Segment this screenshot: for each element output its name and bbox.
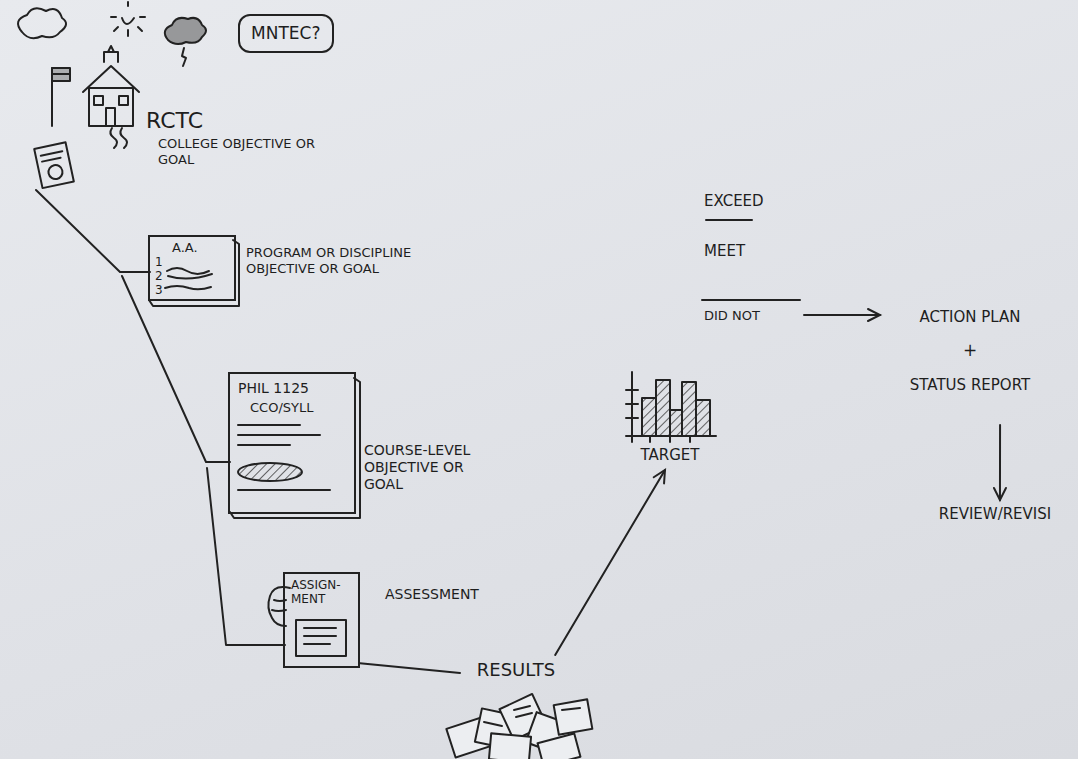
assignment-paper: ASSIGN- MENTASSESSMENT — [283, 572, 360, 668]
course-doc-lines — [230, 378, 360, 518]
node-text: REVIEW/REVISI — [920, 505, 1070, 523]
note-bubble: MNTEC? — [238, 14, 334, 53]
connector-arrow — [804, 309, 880, 321]
node-text: + — [880, 340, 1060, 360]
action-plan: ACTION PLAN + STATUS REPORT — [880, 300, 1060, 425]
node-text: PHIL 1125 — [238, 380, 348, 397]
diploma — [34, 142, 74, 188]
paper-pile — [446, 694, 592, 759]
schoolhouse — [83, 46, 139, 148]
separator-line — [702, 299, 800, 301]
outcome-levels: EXCEED MEET DID NOT — [700, 180, 804, 330]
connector-arrow — [994, 425, 1006, 500]
node-text: STATUS REPORT — [880, 376, 1060, 394]
college-name: RCTC — [146, 108, 236, 134]
hand — [268, 587, 290, 626]
flag — [52, 68, 70, 126]
node-text: DID NOT — [704, 308, 800, 324]
storm-cloud — [165, 18, 206, 66]
node-text: RESULTS — [460, 659, 572, 681]
node-text: MEET — [704, 242, 800, 260]
target-chart: TARGET — [620, 366, 720, 470]
node-text: ACTION PLAN — [880, 308, 1060, 326]
node-text: CCO/SYLL — [250, 400, 350, 416]
program-document: 1A.A.23PROGRAM OR DISCIPLINE OBJECTIVE O… — [148, 235, 236, 301]
annotation-label: COLLEGE OBJECTIVE OR GOAL — [158, 136, 336, 167]
node-text: COURSE-LEVEL OBJECTIVE OR GOAL — [364, 442, 492, 492]
connector-line — [360, 663, 460, 673]
node-text: ASSESSMENT — [385, 586, 515, 603]
node-text: MNTEC? — [251, 23, 320, 43]
results-label-box: RESULTS — [460, 655, 572, 685]
review-step: REVIEW/REVISI — [920, 500, 1070, 530]
node-text: 1 — [155, 255, 169, 269]
node-text: 2 — [155, 269, 169, 283]
cloud — [18, 8, 66, 38]
assignment-sheet — [296, 620, 346, 656]
node-text: 3 — [155, 283, 169, 297]
node-text: ASSIGN- MENT — [291, 578, 357, 607]
node-text: EXCEED — [704, 192, 800, 210]
program-doc-lines — [149, 240, 239, 306]
course-document: PHIL 1125CCO/SYLLCOURSE-LEVEL OBJECTIVE … — [228, 372, 356, 514]
connector-arrow — [555, 470, 665, 655]
node-text: PROGRAM OR DISCIPLINE OBJECTIVE OR GOAL — [246, 245, 414, 276]
node-text: A.A. — [172, 240, 222, 256]
sun — [111, 2, 145, 36]
bar-chart — [626, 372, 716, 442]
separator-line — [706, 219, 752, 221]
node-text: TARGET — [620, 446, 720, 464]
